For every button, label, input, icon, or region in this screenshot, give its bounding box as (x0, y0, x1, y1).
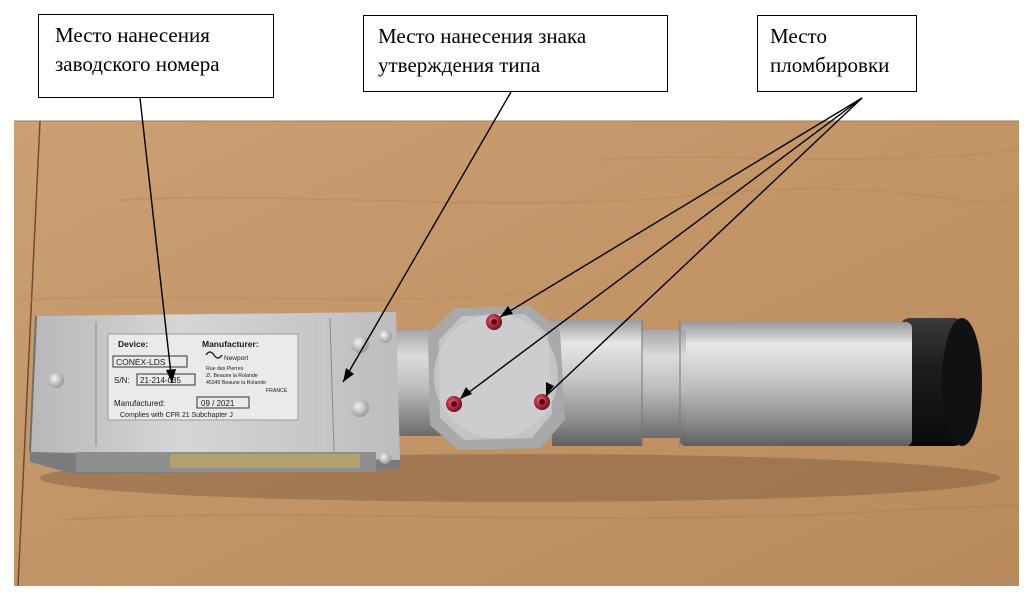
callout-seal-line-1: Место (770, 24, 827, 48)
callout-serial-line-2: заводского номера (55, 52, 220, 76)
callout-serial-number-place: Место нанесения заводского номера (38, 14, 274, 98)
callout-type-approval-place: Место нанесения знака утверждения типа (363, 15, 668, 92)
seal-screw-1 (486, 314, 502, 330)
callout-seal-line-2: пломбировки (770, 53, 890, 77)
newport-logo-icon (205, 351, 223, 359)
seal-screw-3 (534, 394, 550, 410)
callout-serial-line-1: Место нанесения (55, 23, 210, 47)
seal-screw-2 (446, 396, 462, 412)
lens-cap (900, 318, 982, 446)
callout-approval-line-1: Место нанесения знака (378, 24, 587, 48)
callout-sealing-place: Место пломбировки (757, 15, 917, 92)
callout-approval-line-2: утверждения типа (378, 53, 541, 77)
sensor-tube (552, 320, 912, 446)
